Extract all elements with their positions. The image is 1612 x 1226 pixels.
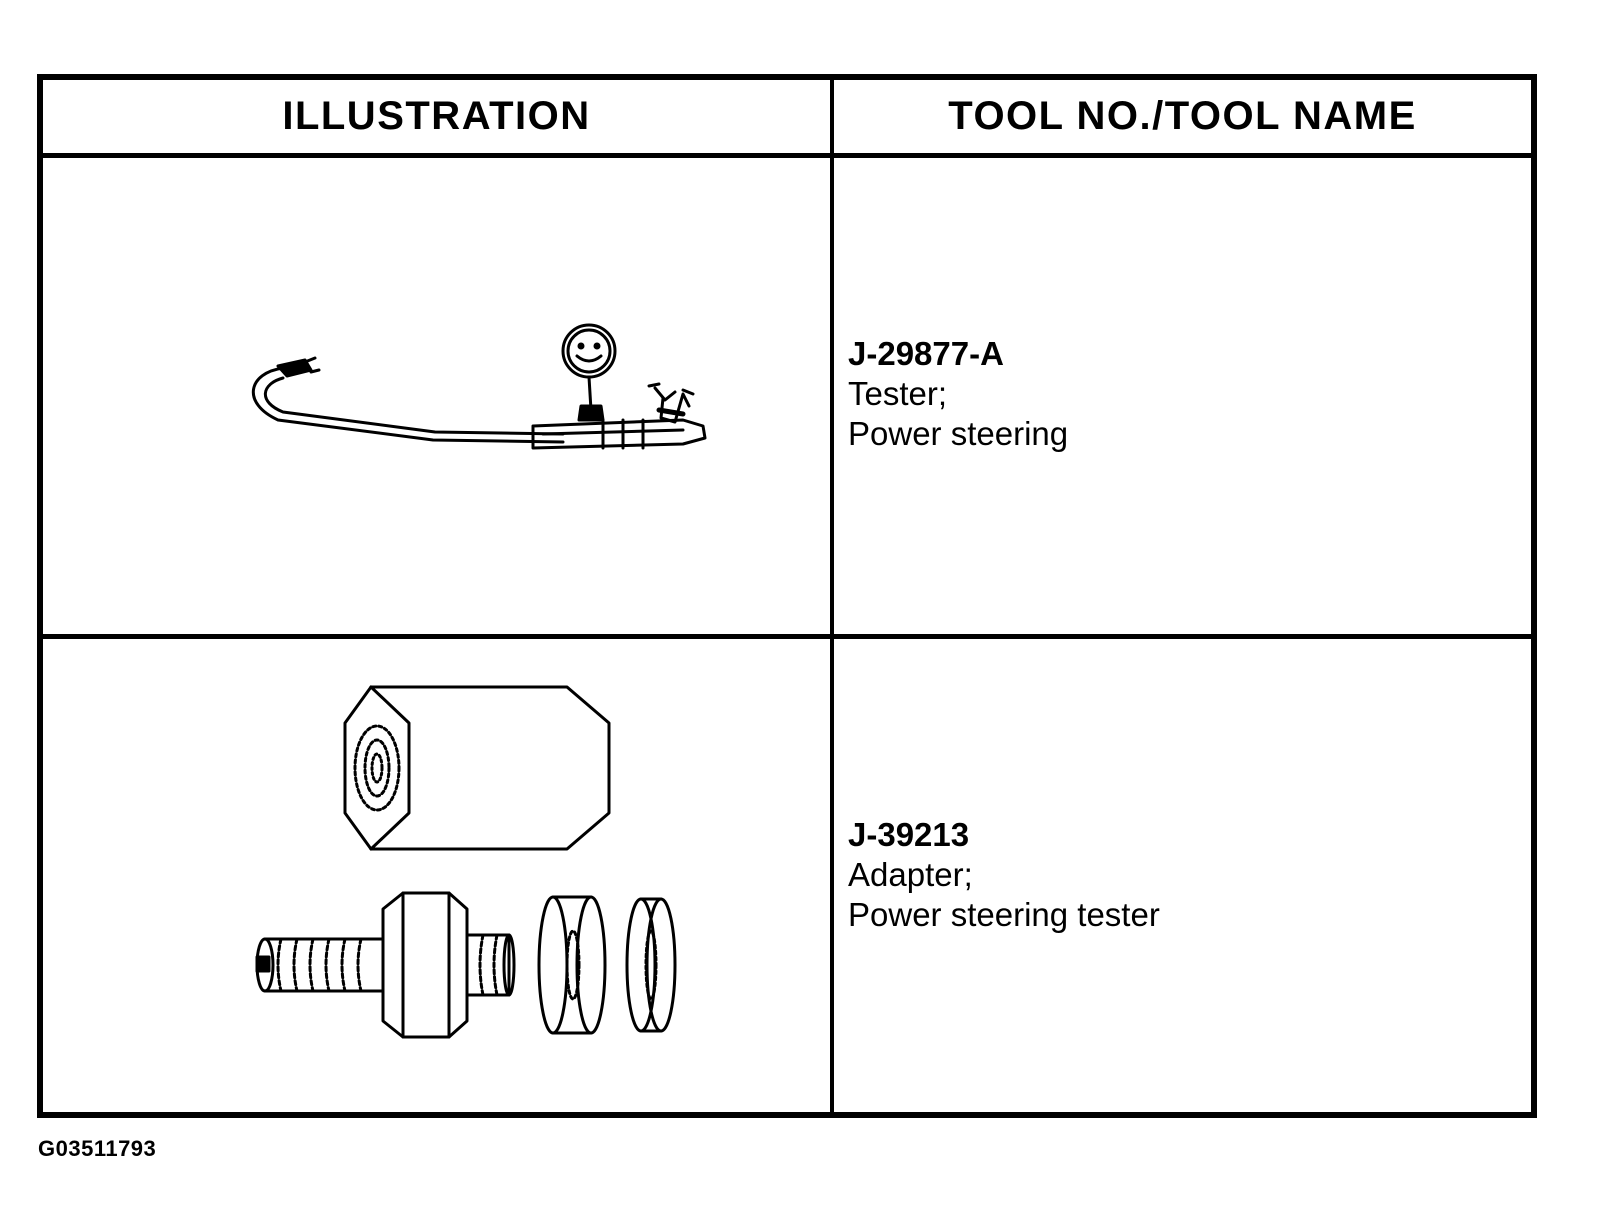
power-steering-tester-icon [251,323,707,450]
tester-illustration [43,158,830,634]
figure-id: G03511793 [38,1136,157,1161]
tool-entry-adapter: J-39213 Adapter; Power steering tester [848,815,1160,935]
adapter-fittings-icon [255,685,677,1039]
tool-description: Power steering [848,415,1069,452]
tool-number: J-29877-A [848,335,1004,372]
tool-description: Power steering tester [848,896,1160,933]
tool-entry-tester: J-29877-A Tester; Power steering [848,334,1068,454]
row-divider [43,634,1531,639]
tool-number: J-39213 [848,816,970,853]
adapter-illustration [43,639,830,1112]
illustration-header: ILLUSTRATION [282,94,591,138]
tool-name-header: TOOL NO./TOOL NAME [948,94,1417,138]
tool-name: Adapter; [848,856,973,893]
tool-table: ILLUSTRATION TOOL NO./TOOL NAME [37,74,1537,1118]
header-divider [43,153,1531,158]
tool-name: Tester; [848,375,948,412]
column-divider [830,80,834,1112]
